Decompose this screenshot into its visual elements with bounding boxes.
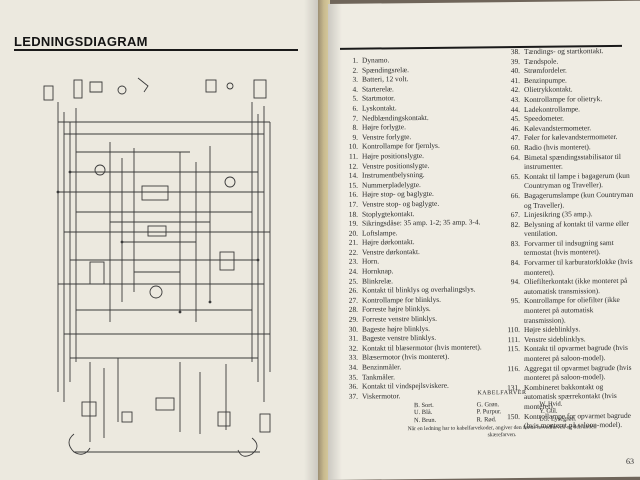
legend-item-number: 60. <box>510 142 520 153</box>
legend-item-text: Oliefilterkontakt (ikke monteret på auto… <box>524 276 628 296</box>
legend-item-text: Kontrollampe for oliefilter (ikke monter… <box>524 295 620 325</box>
legend-item-number: 67. <box>510 210 520 220</box>
legend-item-number: 84. <box>510 258 520 268</box>
legend-item-text: Bimetal spændingsstabilisator til instru… <box>524 151 621 172</box>
legend-item-number: 43. <box>510 94 520 105</box>
legend-item-text: Belysning af kontakt til varme eller ven… <box>524 218 629 239</box>
legend-item: 64. Bimetal spændingsstabilisator til ins… <box>498 151 636 172</box>
left-page: LEDNINGSDIAGRAM <box>0 0 322 480</box>
legend-item-number: 11. <box>349 151 358 161</box>
legend-item: 66. Bagagerumslampe (kun Countryman og Tr… <box>498 190 636 211</box>
legend-item-number: 23. <box>348 257 358 267</box>
title-rule <box>14 49 298 51</box>
legend-item-number: 5. <box>352 94 358 104</box>
legend-item-number: 82. <box>510 219 520 229</box>
legend-item-number: 36. <box>348 381 358 391</box>
legend-item-number: 94. <box>510 277 520 287</box>
legend-item: 94. Oliefilterkontakt (ikke monteret på a… <box>498 276 636 297</box>
legend-item-text: Forvarmer til karburatorklokke (hvis mon… <box>524 256 633 277</box>
legend-item-number: 28. <box>348 305 358 315</box>
legend-item-number: 15. <box>348 180 358 190</box>
legend-item-number: 14. <box>348 170 358 180</box>
cable-colors-grid: B. Sort.G. Grøn.W. Hvid.U. Blå.P. Purpur… <box>414 400 602 425</box>
legend-item-number: 29. <box>348 314 358 324</box>
wiring-diagram <box>43 77 271 457</box>
book-gutter <box>318 0 330 480</box>
legend-item-number: 32. <box>348 343 358 353</box>
legend-item: 65. Kontakt til lampe i bagagerum (kun Co… <box>498 170 636 191</box>
page-number: 63 <box>626 456 634 466</box>
legend-item: 83. Forvarmer til indsugning samt termost… <box>498 238 636 259</box>
legend-item-text: Bagagerumslampe (kun Countryman og Trave… <box>524 189 634 210</box>
legend-item-number: 34. <box>348 362 358 372</box>
legend-item: 95. Kontrollampe for oliefilter (ikke mon… <box>498 295 636 325</box>
legend-item-number: 111. <box>507 334 520 344</box>
legend-item-number: 2. <box>352 65 358 75</box>
legend-item-number: 95. <box>510 296 520 306</box>
legend-item-number: 45. <box>510 114 520 124</box>
legend-item-number: 16. <box>348 189 358 200</box>
legend-item-number: 41. <box>510 75 520 85</box>
legend-item-number: 37. <box>348 391 358 401</box>
right-page: 1.Dynamo.2.Spændingsrelæ.3.Batteri, 12 v… <box>328 0 640 480</box>
page-title: LEDNINGSDIAGRAM <box>14 34 148 49</box>
legend-item-number: 116. <box>507 363 520 373</box>
legend-item-number: 39. <box>510 56 520 66</box>
legend-item-number: 64. <box>510 152 520 162</box>
legend-column-2: 38.Tændings- og startkontakt.39.Tændspol… <box>498 46 636 431</box>
legend-item-number: 83. <box>510 238 520 248</box>
legend-item-number: 22. <box>348 247 358 257</box>
legend-item-number: 9. <box>352 132 358 142</box>
cable-color-code: R. Rød. <box>476 416 497 424</box>
legend-item-number: 3. <box>352 74 358 84</box>
legend-item-number: 66. <box>510 190 520 200</box>
cable-colors-title: KABELFARVER <box>477 389 527 397</box>
legend-item-number: 7. <box>352 113 358 123</box>
legend-item-number: 20. <box>348 228 358 238</box>
legend-item-number: 115. <box>507 344 520 354</box>
legend-item-number: 12. <box>348 161 358 171</box>
legend-item-number: 65. <box>510 171 520 181</box>
legend-item-number: 42. <box>510 85 520 95</box>
legend-column-1: 1.Dynamo.2.Spændingsrelæ.3.Batteri, 12 v… <box>336 54 506 401</box>
legend-item-number: 38. <box>510 46 520 57</box>
legend-item: 84. Forvarmer til karburatorklokke (hvis … <box>498 257 636 278</box>
legend-item-number: 27. <box>348 295 358 305</box>
legend-item-number: 35. <box>348 372 358 382</box>
legend-item-number: 46. <box>510 123 520 133</box>
legend-item-number: 25. <box>348 276 358 286</box>
legend-item-number: 8. <box>352 122 358 132</box>
cable-color-code: LG. Lysegrøn. <box>539 415 577 423</box>
legend-item-number: 1. <box>352 55 358 65</box>
legend-item-number: 18. <box>348 209 358 219</box>
legend-item: 115. Kontakt til opvarmet bagrude (hvis m… <box>498 343 636 364</box>
legend-item-number: 4. <box>352 84 358 94</box>
legend-item-number: 21. <box>348 237 358 248</box>
legend-item-number: 33. <box>348 353 358 363</box>
legend-item-number: 47. <box>510 133 520 143</box>
legend-item-number: 30. <box>348 324 358 334</box>
cable-colors-note: Når en ledning har to kabelfarvekoder, a… <box>407 424 597 439</box>
legend-item-number: 17. <box>348 199 358 209</box>
legend-item-text: Kontakt til lampe i bagagerum (kun Count… <box>524 170 630 191</box>
cable-colors: KABELFARVER B. Sort.G. Grøn.W. Hvid.U. B… <box>402 389 602 440</box>
legend-item-number: 6. <box>352 103 358 113</box>
legend-item-number: 10. <box>348 142 358 152</box>
legend-item-number: 31. <box>348 333 358 344</box>
legend-item-text: Aggregat til opvarmet bagrude (hvis mont… <box>524 362 632 383</box>
legend-item-text: Kontakt til opvarmet bagrude (hvis monte… <box>524 343 628 363</box>
legend-item: 82. Belysning af kontakt til varme eller … <box>498 218 636 239</box>
legend-item-number: 110. <box>507 325 520 335</box>
legend-item-number: 24. <box>348 266 358 276</box>
legend-item: 116. Aggregat til opvarmet bagrude (hvis … <box>498 362 636 383</box>
legend-item-number: 44. <box>510 104 520 114</box>
cable-color-code: N. Brun. <box>414 416 437 424</box>
legend-item-number: 19. <box>348 218 358 228</box>
legend-item-number: 26. <box>348 285 358 296</box>
legend-item-text: Forvarmer til indsugning samt termostat … <box>524 237 614 258</box>
legend-item-number: 40. <box>510 66 520 76</box>
